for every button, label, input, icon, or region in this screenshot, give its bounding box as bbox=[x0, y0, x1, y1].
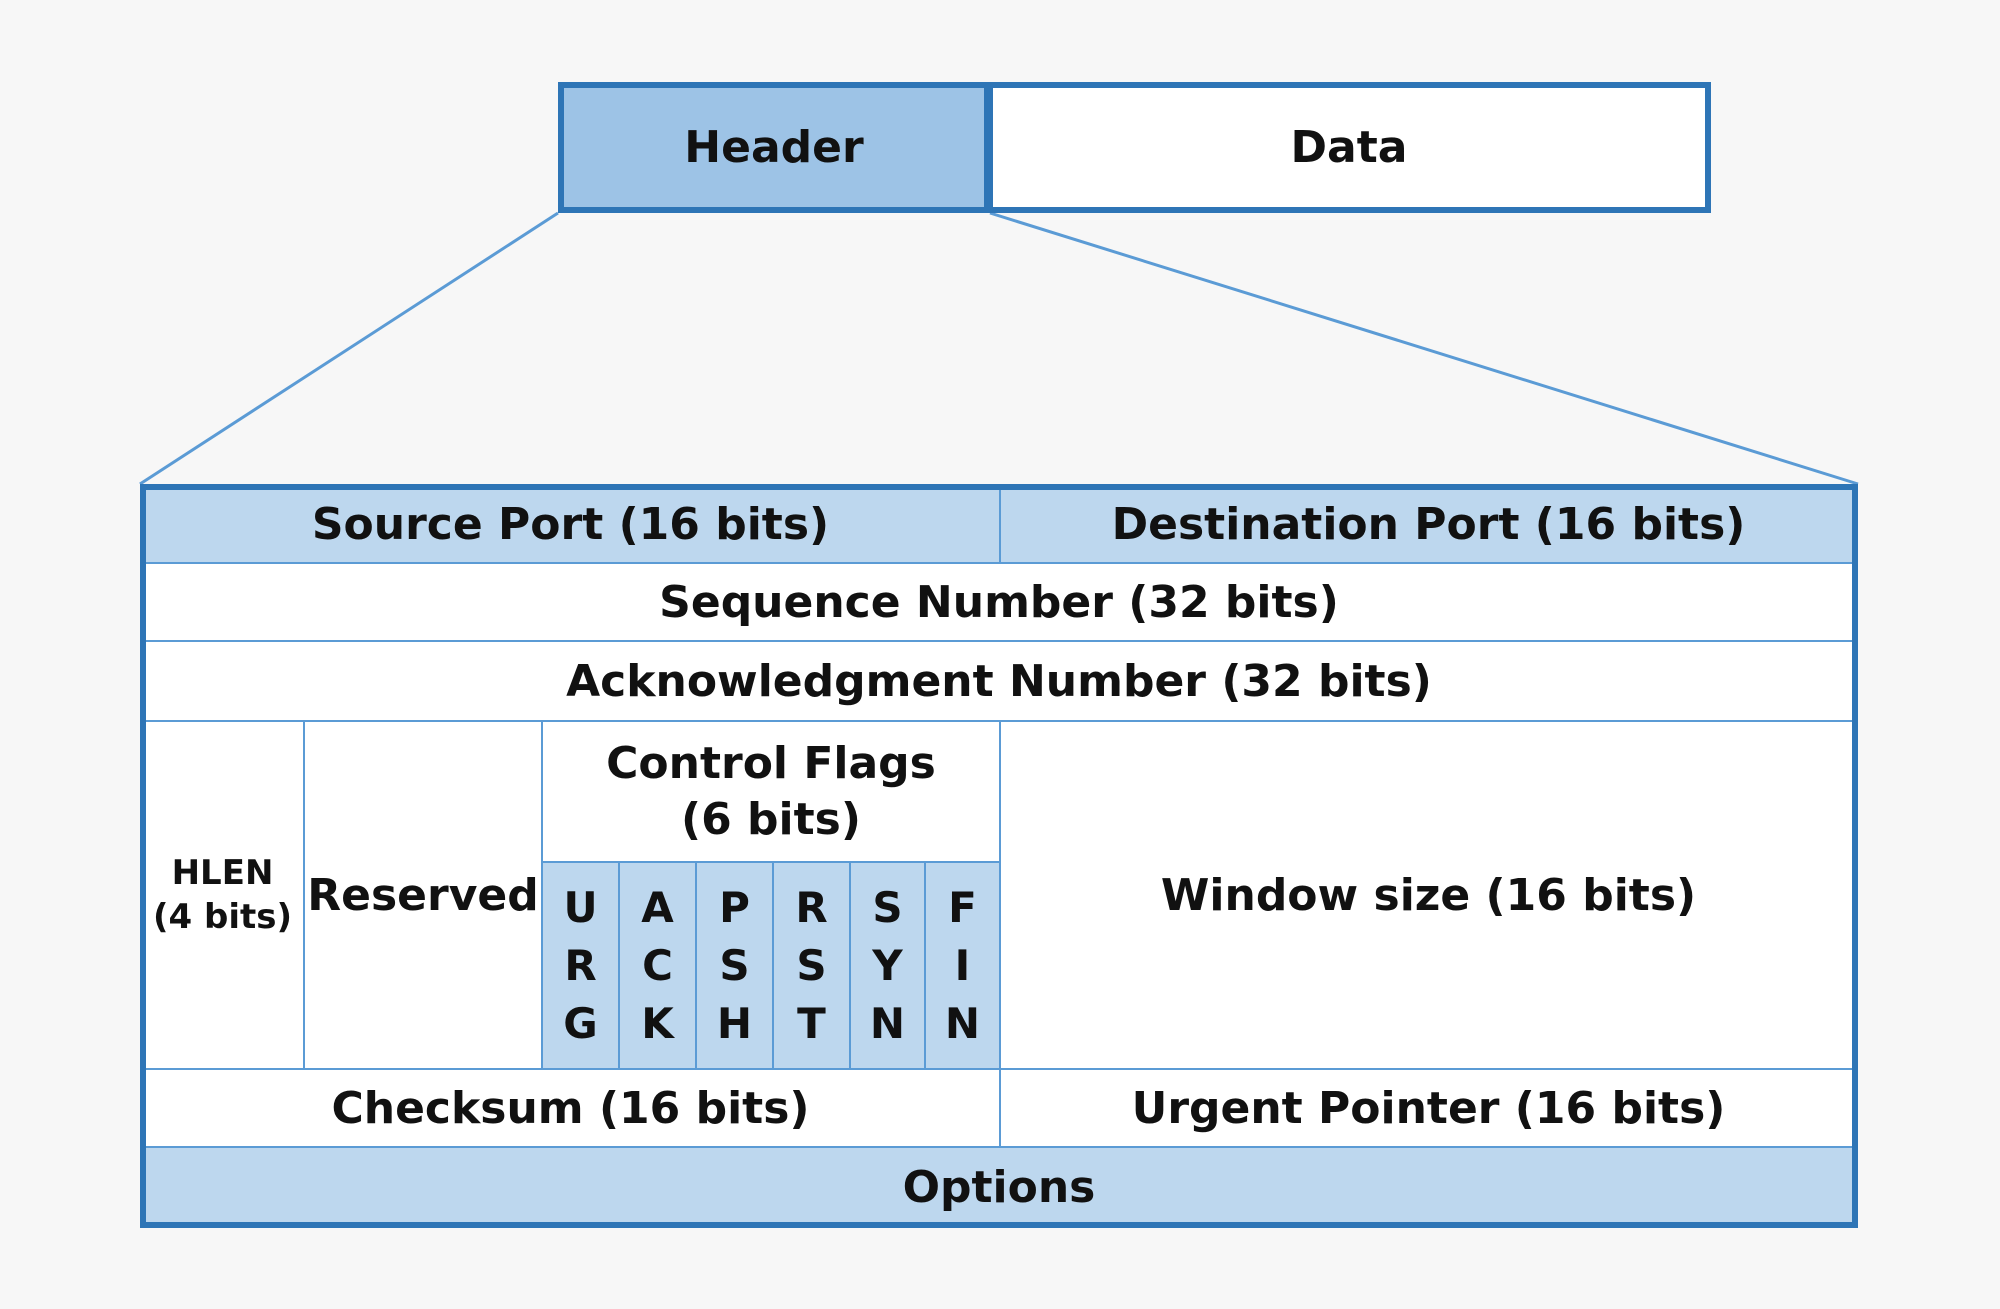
segment-data-box: Data bbox=[987, 82, 1711, 213]
destination-port-cell: Destination Port (16 bits) bbox=[999, 484, 1858, 564]
urgent-pointer-cell: Urgent Pointer (16 bits) bbox=[999, 1068, 1858, 1148]
flag-letter: A bbox=[641, 882, 674, 932]
segment-data-label: Data bbox=[1290, 122, 1408, 173]
source-port-cell: Source Port (16 bits) bbox=[140, 484, 1001, 564]
reserved-label: Reserved bbox=[307, 869, 539, 921]
flag-psh-cell: P S H bbox=[695, 861, 774, 1070]
flag-syn-cell: S Y N bbox=[849, 861, 926, 1070]
urgent-pointer-label: Urgent Pointer (16 bits) bbox=[1131, 1082, 1726, 1134]
segment-header-box: Header bbox=[558, 82, 990, 213]
flag-letter: H bbox=[716, 998, 753, 1048]
acknowledgment-number-cell: Acknowledgment Number (32 bits) bbox=[140, 640, 1858, 722]
flag-rst-cell: R S T bbox=[772, 861, 851, 1070]
checksum-label: Checksum (16 bits) bbox=[331, 1082, 810, 1134]
flag-letter: S bbox=[872, 882, 903, 932]
flag-letter: T bbox=[797, 998, 826, 1048]
flag-letter: S bbox=[796, 940, 827, 990]
destination-port-label: Destination Port (16 bits) bbox=[1111, 498, 1746, 550]
hlen-bits-label: (4 bits) bbox=[152, 897, 293, 937]
source-port-label: Source Port (16 bits) bbox=[311, 498, 830, 550]
left-connector-line bbox=[139, 211, 559, 486]
sequence-number-label: Sequence Number (32 bits) bbox=[659, 576, 1339, 628]
right-connector-line bbox=[989, 211, 1859, 486]
acknowledgment-number-label: Acknowledgment Number (32 bits) bbox=[566, 655, 1432, 707]
flag-letter: N bbox=[869, 998, 906, 1048]
flag-letter: Y bbox=[872, 940, 903, 990]
flag-letter: C bbox=[642, 940, 673, 990]
sequence-number-cell: Sequence Number (32 bits) bbox=[140, 562, 1858, 642]
options-label: Options bbox=[902, 1161, 1096, 1213]
flag-letter: I bbox=[954, 940, 971, 990]
reserved-cell: Reserved bbox=[303, 720, 543, 1070]
flag-ack-cell: A C K bbox=[618, 861, 697, 1070]
flag-letter: P bbox=[719, 882, 750, 932]
flag-letter: N bbox=[944, 998, 981, 1048]
flag-letter: K bbox=[641, 998, 674, 1048]
flag-letter: S bbox=[719, 940, 750, 990]
flag-urg-cell: U R G bbox=[541, 861, 620, 1070]
control-flags-bits-label: (6 bits) bbox=[681, 793, 861, 845]
flag-fin-cell: F I N bbox=[924, 861, 1001, 1070]
flag-letter: U bbox=[563, 882, 598, 932]
hlen-label: HLEN bbox=[171, 853, 274, 893]
window-size-cell: Window size (16 bits) bbox=[999, 720, 1858, 1070]
checksum-cell: Checksum (16 bits) bbox=[140, 1068, 1001, 1148]
control-flags-cell: Control Flags (6 bits) bbox=[541, 720, 1001, 863]
segment-header-label: Header bbox=[684, 122, 864, 173]
flag-letter: F bbox=[948, 882, 977, 932]
hlen-cell: HLEN (4 bits) bbox=[140, 720, 305, 1070]
control-flags-label: Control Flags bbox=[606, 737, 936, 789]
flag-letter: G bbox=[563, 998, 598, 1048]
flag-letter: R bbox=[795, 882, 828, 932]
options-cell: Options bbox=[140, 1146, 1858, 1228]
window-size-label: Window size (16 bits) bbox=[1160, 869, 1697, 921]
flag-letter: R bbox=[564, 940, 597, 990]
